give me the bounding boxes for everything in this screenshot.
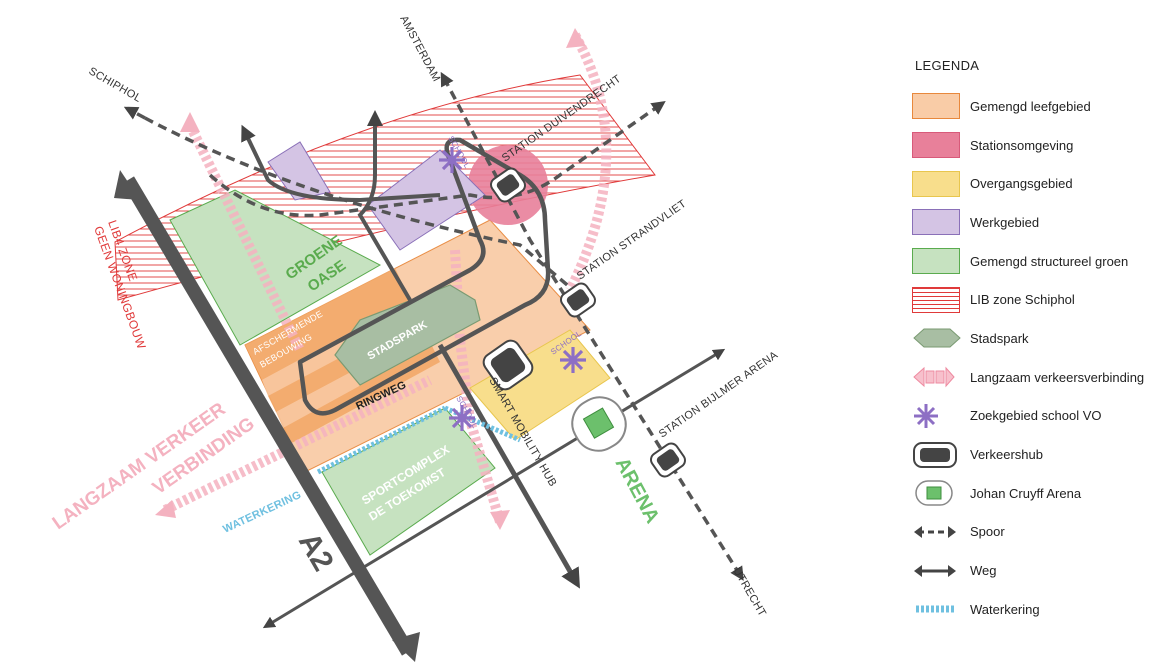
urban-plan-map: AMSTERDAM SCHIPHOL UTRECHT STATION DUIVE… — [49, 14, 781, 662]
school-search-areas — [439, 147, 586, 431]
label-station-bijlmer-arena: STATION BIJLMER ARENA — [657, 349, 781, 441]
hub-icon — [913, 441, 957, 468]
legend-label: Spoor — [970, 524, 1005, 540]
hatch-red-icon — [912, 286, 960, 313]
arena-icon — [915, 480, 953, 506]
legend-label: Stadspark — [970, 330, 1029, 346]
legend-item: Stationsomgeving — [912, 126, 1167, 165]
legend-item: Zoekgebied school VO — [912, 397, 1167, 436]
legend-item: Overgangsgebied — [912, 164, 1167, 203]
label-amsterdam: AMSTERDAM — [397, 14, 442, 84]
legend-label: Gemengd structureel groen — [970, 253, 1129, 269]
legend-label: LIB zone Schiphol — [970, 292, 1075, 308]
swatch-purple-icon — [912, 209, 960, 236]
waterkering-line-2 — [444, 405, 521, 443]
legend-label: Waterkering — [970, 601, 1040, 617]
label-schiphol: SCHIPHOL — [87, 65, 144, 105]
swatch-green-icon — [912, 248, 960, 275]
arena — [571, 396, 627, 452]
legend-item: Gemengd leefgebied — [912, 87, 1167, 126]
legend-item: Gemengd structureel groen — [912, 242, 1167, 281]
rail-lines — [123, 71, 744, 581]
legend-label: Zoekgebied school VO — [970, 408, 1102, 424]
label-waterkering: WATERKERING — [221, 489, 303, 536]
verkeershubs — [482, 167, 686, 478]
legend-title: LEGENDA — [915, 58, 980, 73]
slow-traffic-arrow-icon — [913, 366, 955, 388]
werkgebied-area-1 — [267, 141, 331, 201]
legend-label: Johan Cruyff Arena — [970, 485, 1082, 501]
legend-label: Werkgebied — [970, 214, 1040, 230]
legend-item: Stadspark — [912, 319, 1167, 358]
label-utrecht: UTRECHT — [730, 566, 768, 619]
stadspark-arrow-icon — [913, 328, 961, 348]
a2-arrow-end — [392, 632, 420, 662]
legend-label: Stationsomgeving — [970, 137, 1074, 153]
legend-item: Johan Cruyff Arena — [912, 474, 1167, 513]
a2-arrow-start — [114, 170, 140, 200]
school-burst-icon — [914, 403, 938, 428]
legend-label: Langzaam verkeersverbinding — [970, 369, 1145, 385]
waterkering-icon — [916, 605, 956, 613]
legend-label: Gemengd leefgebied — [970, 98, 1091, 114]
waterkering-line — [316, 405, 447, 475]
swatch-orange-icon — [912, 93, 960, 120]
a2-highway — [121, 176, 415, 656]
legend-label: Verkeershub — [970, 447, 1043, 463]
legend-label: Weg — [970, 563, 997, 579]
legend-item: Weg — [912, 551, 1167, 590]
legend-item: LIB zone Schiphol — [912, 280, 1167, 319]
swatch-yellow-icon — [912, 170, 960, 197]
legend-label: Overgangsgebied — [970, 176, 1073, 192]
legend-item: Verkeershub — [912, 435, 1167, 474]
legend: LEGENDA Gemengd leefgebied Stationsomgev… — [912, 58, 1167, 629]
rail-icon — [914, 525, 956, 538]
swatch-pink-icon — [912, 132, 960, 159]
legend-item: Spoor — [912, 513, 1167, 552]
groene-oase-area — [169, 189, 382, 346]
legend-item: Langzaam verkeersverbinding — [912, 358, 1167, 397]
road-icon — [914, 564, 956, 577]
legend-item: Werkgebied — [912, 203, 1167, 242]
legend-item: Waterkering — [912, 590, 1167, 629]
